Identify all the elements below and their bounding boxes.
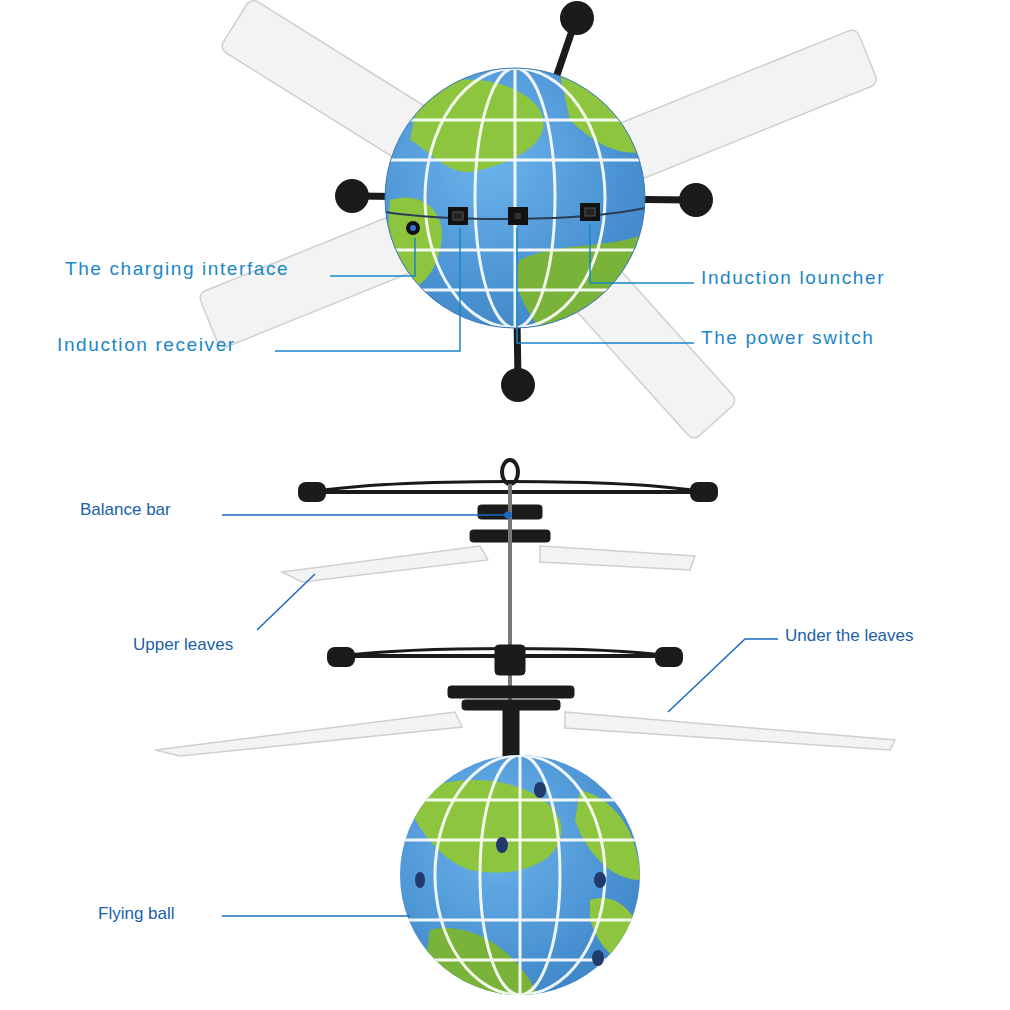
side-blades bbox=[155, 546, 895, 756]
top-blades bbox=[198, 0, 879, 441]
part-label: The power switch bbox=[701, 327, 874, 350]
top-balance-arms bbox=[358, 22, 690, 380]
side-leader-lines bbox=[222, 512, 778, 916]
part-label: Induction louncher bbox=[701, 267, 885, 290]
part-label: Under the leaves bbox=[785, 626, 914, 646]
side-frame bbox=[310, 460, 705, 758]
top-leader-lines bbox=[275, 224, 694, 351]
top-balance-weights bbox=[335, 1, 713, 402]
part-label: The charging interface bbox=[65, 258, 289, 281]
part-label: Flying ball bbox=[98, 904, 175, 924]
part-label: Upper leaves bbox=[133, 635, 233, 655]
part-label: Balance bar bbox=[80, 500, 171, 520]
part-label: Induction receiver bbox=[57, 334, 236, 357]
top-ports bbox=[406, 203, 600, 235]
flying-ball bbox=[395, 750, 645, 1000]
top-globe bbox=[380, 60, 650, 340]
